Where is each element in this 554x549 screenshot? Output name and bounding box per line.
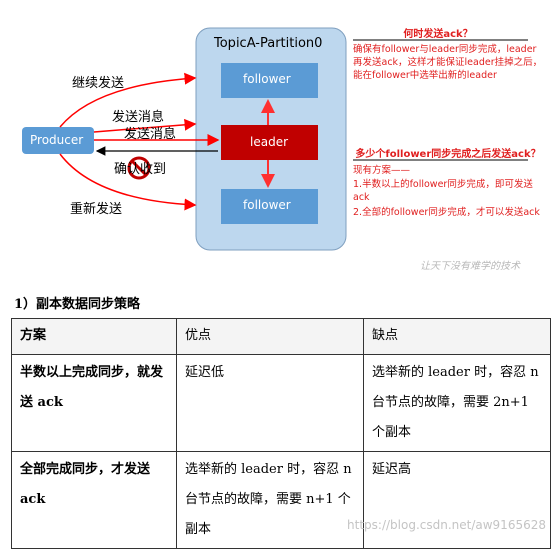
- partition-title: TopicA-Partition0: [214, 36, 323, 51]
- note1-title: 何时发送ack？: [403, 29, 473, 40]
- diagram-watermark: 让天下没有难学的技术: [420, 261, 520, 272]
- row1-scheme: 半数以上完成同步，就发送 ack: [11, 354, 177, 452]
- note2-line-2: 1.半数以上的follower同步完成，即可发送ack: [353, 179, 533, 203]
- header-scheme: 方案: [11, 318, 177, 355]
- note2-line-3: 2.全部的follower同步完成，才可以发送ack: [353, 207, 540, 218]
- leader-box: [221, 125, 318, 160]
- follower-bottom-box: [221, 189, 318, 224]
- note2-line-1: 现有方案——: [353, 165, 411, 176]
- header-disadvantage: 缺点: [363, 318, 551, 355]
- resend-label: 重新发送: [70, 202, 123, 217]
- follower-top-box: [221, 63, 318, 98]
- header-advantage: 优点: [176, 318, 364, 355]
- send-message-label-2: 发送消息: [124, 127, 177, 142]
- continue-send-label: 继续发送: [72, 76, 125, 91]
- table-header-row: 方案 优点 缺点: [11, 318, 551, 355]
- row2-advantage: 选举新的 leader 时，容忍 n 台节点的故障，需要 n+1 个副本: [176, 451, 364, 549]
- continue-send-arrow: [59, 72, 197, 128]
- producer-box: [22, 127, 94, 154]
- follower-bottom-label: follower: [243, 198, 291, 212]
- sync-diagram: TopicA-Partition0 follower leader follow…: [22, 27, 543, 272]
- follower-top-label: follower: [243, 72, 291, 86]
- row2-scheme: 全部完成同步，才发送 ack: [11, 451, 177, 549]
- prohibited-icon: [127, 156, 151, 180]
- row1-disadvantage: 选举新的 leader 时，容忍 n 台节点的故障，需要 2n+1 个副本: [363, 354, 551, 452]
- send-message-arrow-1: [93, 118, 197, 133]
- diagram-canvas: [22, 27, 528, 251]
- producer-label: Producer: [30, 133, 84, 147]
- note2-title: 多少个follower同步完成之后发送ack？: [355, 149, 541, 160]
- sync-strategy-table: 方案 优点 缺点 半数以上完成同步，就发送 ack 延迟低 选举新的 leade…: [11, 318, 551, 549]
- leader-label: leader: [250, 135, 289, 149]
- url-watermark: https://blog.csdn.net/aw9165628: [347, 518, 546, 532]
- note1-body: 确保有follower与leader同步完成，leader再发送ack，这样才能…: [353, 44, 543, 81]
- table-row: 半数以上完成同步，就发送 ack 延迟低 选举新的 leader 时，容忍 n …: [11, 354, 551, 452]
- section-title: 1）副本数据同步策略: [14, 297, 141, 312]
- row2-disadvantage: 延迟高: [363, 451, 551, 549]
- row1-advantage: 延迟低: [176, 354, 364, 452]
- ack-label: 确认收到: [114, 162, 167, 177]
- resend-arrow: [59, 153, 197, 211]
- table-row: 全部完成同步，才发送 ack 选举新的 leader 时，容忍 n 台节点的故障…: [11, 451, 551, 549]
- send-message-label-1: 发送消息: [112, 110, 165, 125]
